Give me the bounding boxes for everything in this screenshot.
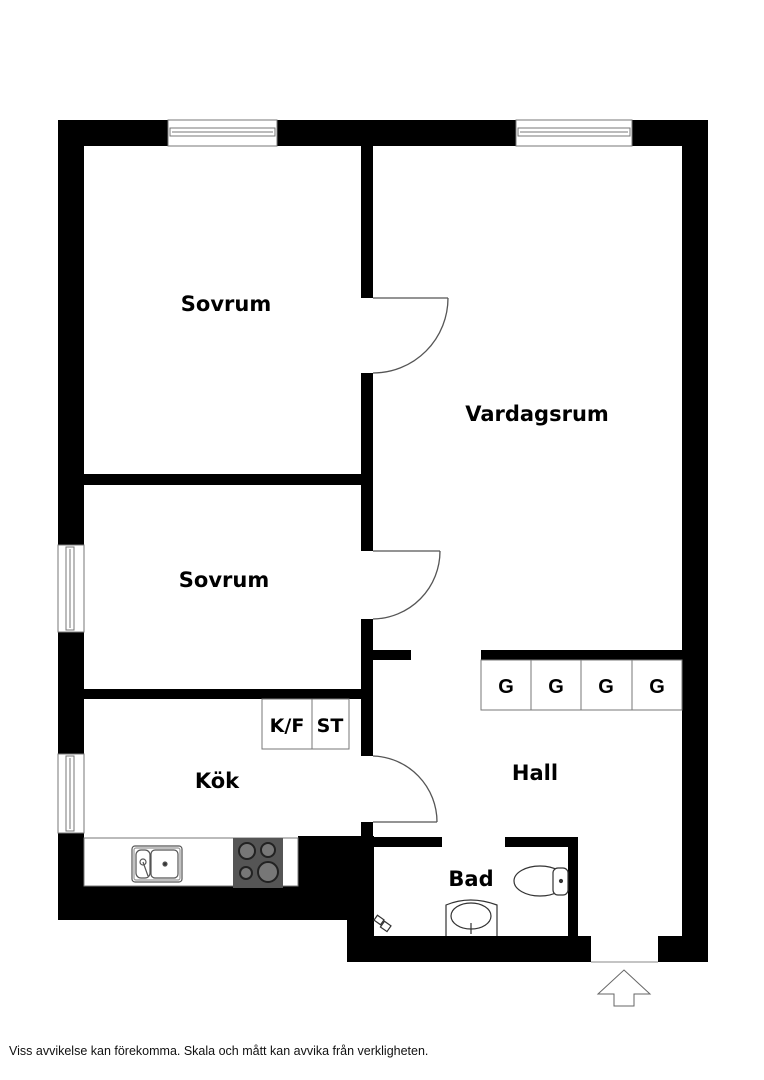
shower-tap-icon	[373, 914, 392, 933]
room-label-sovrum-2: Sovrum	[179, 568, 269, 592]
toilet-icon	[513, 865, 569, 897]
room-label-vardagsrum: Vardagsrum	[465, 402, 609, 426]
interior-walls	[84, 146, 682, 936]
wardrobes	[480, 659, 683, 711]
fridge-freezer-and-storage	[261, 698, 350, 750]
door-sovrum-2	[372, 550, 441, 620]
window-top-left	[167, 119, 278, 147]
wardrobe-label: G	[598, 676, 614, 698]
disclaimer-text: Viss avvikelse kan förekomma. Skala och …	[9, 1044, 429, 1058]
room-label-kok: Kök	[195, 769, 240, 793]
window-left-upper	[57, 544, 85, 633]
stove-icon	[233, 838, 283, 888]
wardrobe-label: G	[649, 676, 665, 698]
room-label-hall: Hall	[512, 761, 558, 785]
window-left-lower	[57, 753, 85, 834]
room-label-sovrum-1: Sovrum	[181, 292, 271, 316]
exterior-walls	[58, 120, 708, 962]
fridge-freezer-label: K/F	[270, 715, 305, 737]
sink-icon	[131, 845, 183, 883]
room-label-bad: Bad	[448, 867, 493, 891]
door-kok	[372, 755, 438, 823]
door-sovrum-1	[372, 297, 449, 374]
wardrobe-label: G	[498, 676, 514, 698]
wardrobe-label: G	[548, 676, 564, 698]
entrance-arrow-icon	[591, 961, 658, 1007]
window-top-right	[515, 119, 633, 147]
storage-label: ST	[317, 715, 344, 737]
washbasin-icon	[445, 899, 498, 936]
